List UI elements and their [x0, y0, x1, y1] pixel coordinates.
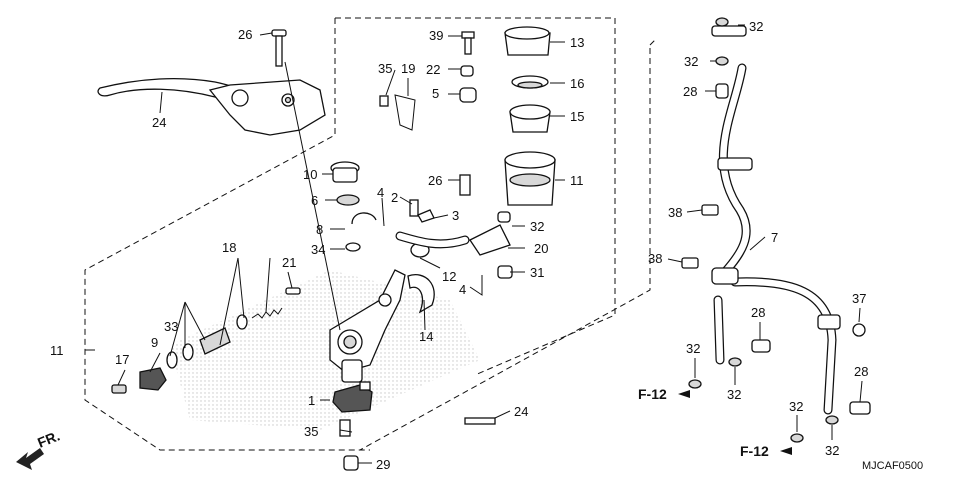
callout-27: 26 — [428, 173, 442, 188]
callout-19: 18 — [222, 240, 236, 255]
front-label: FR. — [35, 427, 62, 450]
callout-23: 22 — [426, 62, 440, 77]
callout-14: 13 — [570, 35, 584, 50]
callout-31: 32 — [530, 219, 544, 234]
master-cylinder-body — [329, 269, 435, 383]
pivot-bolt — [271, 29, 287, 67]
callout-7: 7 — [771, 230, 778, 245]
callout-35a: 35 — [378, 61, 392, 76]
callout-13: 12 — [442, 269, 456, 284]
callout-17: 16 — [570, 76, 584, 91]
reservoir-parts — [504, 26, 556, 206]
callout-32e: 32 — [789, 399, 803, 414]
callout-9: 9 — [151, 335, 158, 350]
callout-3: 3 — [452, 208, 459, 223]
callout-32f: 32 — [825, 443, 839, 458]
callout-4b: 4 — [459, 282, 466, 297]
callout-37: 38 — [668, 205, 682, 220]
callout-34: 34 — [311, 242, 325, 257]
ref-arrows — [678, 390, 792, 455]
assembly-outlines — [84, 17, 656, 451]
callout-6: 6 — [311, 193, 318, 208]
callout-32c: 32 — [686, 341, 700, 356]
leader-lines — [85, 24, 863, 464]
callout-12: 11 — [570, 173, 584, 188]
callout-10: 10 — [303, 167, 317, 182]
callout-1: 1 — [308, 393, 315, 408]
callout-24: 24 — [152, 115, 166, 130]
callout-38: 38 — [648, 251, 662, 266]
callout-33: 33 — [164, 319, 178, 334]
callout-11: 11 — [50, 343, 64, 358]
callout-8: 8 — [316, 222, 323, 237]
brake-lever — [97, 77, 326, 136]
brake-hoses — [711, 25, 841, 415]
callout-21: 20 — [534, 241, 548, 256]
callout-28a: 28 — [683, 84, 697, 99]
callout-35b: 35 — [304, 424, 318, 439]
ref-f12-a: F-12 — [638, 386, 667, 402]
small-fasteners — [330, 31, 513, 471]
reservoir-hose — [395, 231, 470, 249]
brake-switch — [332, 381, 373, 413]
callout-32a: 32 — [749, 19, 763, 34]
ref-f12-b: F-12 — [740, 443, 769, 459]
callout-15: 14 — [419, 329, 433, 344]
callout-18: 17 — [115, 352, 129, 367]
callout-2: 2 — [391, 190, 398, 205]
callout-20: 19 — [401, 61, 415, 76]
piston-kit — [111, 287, 301, 394]
callout-25: 24 — [514, 404, 528, 419]
callout-32b: 32 — [684, 54, 698, 69]
callout-labels: 26 24 39 22 5 35 19 13 16 15 11 10 6 8 3… — [50, 19, 868, 472]
callout-16: 15 — [570, 109, 584, 124]
callout-32d: 32 — [727, 387, 741, 402]
callout-22: 21 — [282, 255, 296, 270]
hose-fittings — [681, 17, 871, 443]
callout-28c: 28 — [854, 364, 868, 379]
callout-30: 31 — [530, 265, 544, 280]
callout-5: 5 — [432, 86, 439, 101]
background-dotting — [170, 270, 480, 430]
callout-4a: 4 — [377, 185, 384, 200]
callout-39: 39 — [429, 28, 443, 43]
callout-26: 26 — [238, 27, 252, 42]
diagram-code: MJCAF0500 — [862, 460, 923, 472]
callout-28b: 28 — [751, 305, 765, 320]
front-arrow — [16, 448, 44, 470]
callout-29: 29 — [376, 457, 390, 472]
callout-36: 37 — [852, 291, 866, 306]
